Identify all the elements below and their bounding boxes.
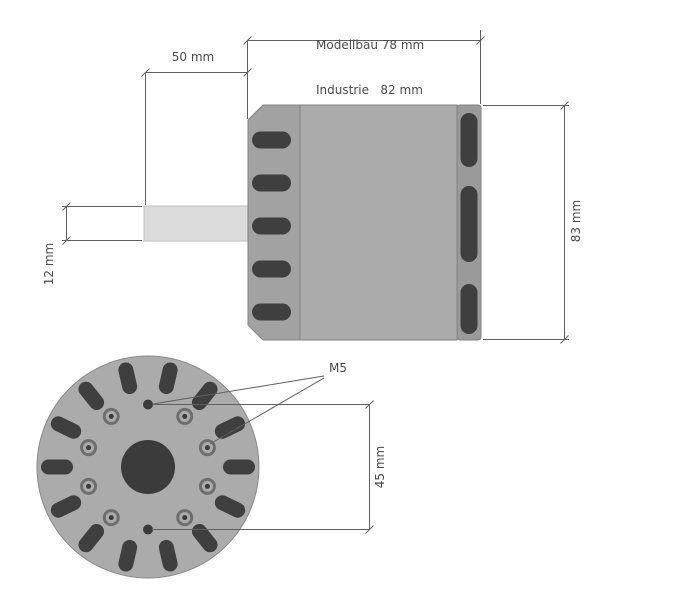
rim-slot	[158, 362, 178, 395]
body-diameter-label: 83 mm	[569, 199, 583, 243]
shaft-length-label: 50 mm	[171, 50, 215, 64]
rim-slot	[158, 539, 178, 572]
rim-slot	[50, 495, 82, 518]
cooling-slot	[252, 217, 291, 235]
front-view	[36, 355, 260, 579]
motor-body	[299, 104, 458, 341]
rim-slot	[223, 459, 255, 475]
cooling-slot	[252, 303, 291, 321]
dim-tick	[141, 68, 150, 77]
rim-slot	[78, 524, 105, 553]
screw-hole	[80, 439, 98, 457]
shaft-diameter-label: 12 mm	[42, 242, 56, 286]
overall-length-label: Modellbau 78 mm Industrie 82 mm	[316, 8, 424, 128]
screw-hole	[176, 509, 194, 527]
screw-hole	[198, 439, 216, 457]
rim-slot	[118, 362, 138, 395]
shaft-hub	[121, 440, 175, 494]
side-view	[143, 104, 482, 341]
dim-tick	[62, 236, 71, 245]
rim-slot	[78, 381, 105, 410]
dim-tick	[365, 400, 374, 409]
dim-tick	[243, 68, 252, 77]
screw-hole	[176, 407, 194, 425]
rim-slot	[214, 416, 246, 439]
cooling-slot	[252, 131, 291, 149]
rim-slot	[41, 459, 73, 475]
m5-leader-side-hole	[209, 377, 325, 445]
dim-tick	[62, 202, 71, 211]
thread-size-label: M5	[329, 361, 347, 375]
screw-hole	[102, 407, 120, 425]
screw-hole	[102, 509, 120, 527]
mount-hole-m5	[143, 399, 153, 410]
end-bell-slot	[460, 186, 478, 262]
m5-leader-top-hole	[152, 375, 325, 405]
end-bell-slot	[460, 113, 478, 167]
dim-tick	[560, 335, 569, 344]
dim-tick	[476, 36, 485, 45]
dim-tick	[560, 101, 569, 110]
bolt-circle-label: 45 mm	[373, 445, 387, 489]
rim-slot	[50, 416, 82, 439]
length-industrie-label: Industrie 82 mm	[316, 83, 423, 97]
rim-slot	[214, 495, 246, 518]
dimension-lines	[62, 30, 569, 534]
screw-hole	[198, 477, 216, 495]
cooling-slot	[252, 260, 291, 278]
dim-tick	[365, 525, 374, 534]
end-bell-slot	[460, 284, 478, 334]
rim-slot	[118, 539, 138, 572]
mount-hole-m5	[143, 524, 153, 535]
screw-hole	[80, 477, 98, 495]
bolt-holes	[80, 399, 216, 535]
motor-shaft	[143, 205, 249, 242]
length-modellbau-label: Modellbau 78 mm	[316, 38, 425, 52]
dim-tick	[243, 36, 252, 45]
rim-slot	[191, 524, 218, 553]
cooling-slot	[252, 174, 291, 192]
rim-slots	[41, 362, 255, 572]
